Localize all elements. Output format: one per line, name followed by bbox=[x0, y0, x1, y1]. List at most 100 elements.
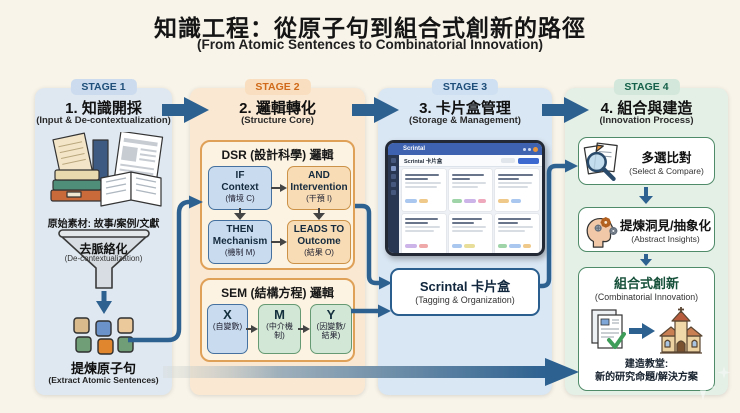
dsr-and-intervention-box: AND Intervention (干預 I) bbox=[287, 166, 351, 210]
toolbar-button bbox=[501, 158, 515, 163]
scrintal-appbar: Scrintal bbox=[388, 143, 542, 155]
sem-x-l1: X bbox=[223, 307, 232, 322]
stage2-panel: STAGE 2 2. 邏輯轉化 (Structure Core) DSR (設計… bbox=[190, 79, 365, 395]
funnel-subtitle: (De-contextualization) bbox=[64, 254, 143, 263]
stage2-tab: STAGE 2 bbox=[244, 79, 311, 95]
sem-title: SEM (結構方程) 邏輯 bbox=[221, 286, 334, 300]
scrintal-sidebar bbox=[388, 155, 399, 253]
stage1-materials-label: 原始素材: 故事/案例/文獻 bbox=[47, 219, 160, 230]
note-card bbox=[402, 213, 446, 253]
scrintal-cardbox: Scrintal 卡片盒 (Tagging & Organization) bbox=[390, 268, 540, 316]
combine-caption-line2: 新的研究命題/解決方案 bbox=[595, 372, 698, 383]
funnel-title: 去脈絡化 bbox=[79, 242, 128, 256]
scrintal-screen: Scrintal Scrintal 卡片盒 bbox=[388, 143, 542, 253]
toolbar-buttons bbox=[501, 157, 539, 164]
select-compare-box: 多選比對 (Select & Compare) bbox=[578, 137, 715, 185]
sem-y-box: Y (因變數/結果) bbox=[310, 304, 352, 354]
dsr-arrow-if-then bbox=[234, 208, 246, 220]
cardbox-title: Scrintal 卡片盒 bbox=[419, 279, 511, 294]
sem-arrow-x-m bbox=[246, 325, 258, 333]
dsr-then-mechanism-box: THEN Mechanism (機制 M) bbox=[208, 220, 272, 264]
appbar-icon bbox=[523, 147, 526, 151]
stage4-down-arrow-1 bbox=[639, 187, 653, 204]
stage3-panel: STAGE 3 3. 卡片盒管理 (Storage & Management) … bbox=[378, 79, 552, 395]
dsr-leadsto-outcome-box: LEADS TO Outcome (結果 O) bbox=[287, 220, 351, 264]
combine-icons-row bbox=[579, 304, 714, 358]
atomic-sentence-squares-icon bbox=[73, 317, 134, 355]
sidebar-icon bbox=[391, 158, 396, 163]
combinatorial-innovation-box: 組合式創新 (Combinatorial Innovation) bbox=[578, 267, 715, 391]
dsr-if-l1: IF bbox=[235, 170, 245, 181]
sidebar-icon bbox=[391, 166, 396, 171]
extract-title: 提煉原子句 bbox=[70, 361, 136, 376]
dsr-arrow-if-and bbox=[271, 184, 287, 192]
magnifier-documents-icon bbox=[583, 142, 618, 181]
dsr-if-l3: (情境 C) bbox=[225, 194, 255, 203]
right-arrow-icon bbox=[628, 323, 655, 339]
dsr-then-l1: THEN bbox=[226, 224, 254, 235]
stage3-subtitle: (Storage & Management) bbox=[409, 115, 521, 126]
appbar-icon bbox=[528, 147, 531, 151]
funnel-icon bbox=[58, 229, 150, 314]
page-subtitle: (From Atomic Sentences to Combinatorial … bbox=[196, 37, 544, 52]
sidebar-icon bbox=[391, 190, 396, 195]
sem-y-l1: Y bbox=[326, 307, 336, 322]
books-documents-icon bbox=[50, 132, 164, 207]
sem-logic-container: SEM (結構方程) 邏輯 X (自變數) M (中介機制) Y (因變數/結果… bbox=[200, 278, 355, 362]
stage1-panel: STAGE 1 1. 知識開採 (Input & De-contextualiz… bbox=[35, 79, 172, 395]
select-subtitle: (Select & Compare) bbox=[629, 165, 704, 176]
new-note-button bbox=[518, 157, 539, 164]
stage4-title: 4. 組合與建造 bbox=[600, 100, 693, 117]
sem-x-l2: (自變數) bbox=[212, 322, 243, 332]
sidebar-icon bbox=[391, 182, 396, 187]
page-title: 知識工程：從原子句到組合式創新的路徑 bbox=[154, 15, 586, 41]
dsr-logic-container: DSR (設計科學) 邏輯 IF Context (情境 C) AND Inte… bbox=[200, 140, 355, 270]
stage3-tab: STAGE 3 bbox=[431, 79, 499, 95]
stage4-down-arrow-2 bbox=[640, 254, 652, 266]
scrintal-logo: Scrintal bbox=[403, 146, 426, 152]
appbar-icons bbox=[523, 146, 538, 152]
stage1-tab: STAGE 1 bbox=[70, 79, 137, 95]
extract-subtitle: (Extract Atomic Sentences) bbox=[48, 375, 159, 385]
stage3-title: 3. 卡片盒管理 bbox=[419, 100, 511, 117]
stage1-title: 1. 知識開採 bbox=[65, 100, 142, 117]
sem-arrow-m-y bbox=[298, 325, 310, 333]
dsr-if-context-box: IF Context (情境 C) bbox=[208, 166, 272, 210]
stage4-tab: STAGE 4 bbox=[613, 79, 680, 95]
note-card bbox=[402, 169, 446, 211]
scrintal-toolbar: Scrintal 卡片盒 bbox=[399, 155, 542, 167]
dsr-leads-l1: LEADS TO bbox=[293, 224, 345, 235]
sem-m-box: M (中介機制) bbox=[258, 304, 301, 354]
abstract-insights-box: 提煉洞見/抽象化 (Abstract Insights) bbox=[578, 207, 715, 252]
dsr-and-l1: AND bbox=[308, 170, 330, 181]
select-title: 多選比對 bbox=[641, 150, 692, 165]
dsr-leads-l3: (結果 O) bbox=[304, 248, 334, 257]
combine-caption-line1: 建造教堂: bbox=[624, 359, 669, 370]
note-card bbox=[448, 169, 493, 211]
scrintal-board-title: Scrintal 卡片盒 bbox=[404, 158, 443, 165]
dsr-and-l3: (干預 I) bbox=[306, 194, 332, 203]
stage4-panel: STAGE 4 4. 組合與建造 (Innovation Process) 多選… bbox=[565, 79, 728, 395]
stage2-subtitle: (Structure Core) bbox=[241, 115, 314, 126]
sidebar-icon bbox=[391, 174, 396, 179]
sem-m-l1: M bbox=[274, 307, 285, 322]
sem-m-l2: (中介機制) bbox=[266, 322, 293, 341]
combine-title: 組合式創新 bbox=[613, 276, 679, 291]
dsr-arrow-and-leads bbox=[313, 208, 325, 220]
dsr-then-l2: Mechanism bbox=[212, 236, 268, 247]
dsr-arrow-then-leads bbox=[271, 238, 287, 246]
dsr-leads-l2: Outcome bbox=[297, 236, 341, 247]
scrintal-card-grid bbox=[399, 166, 542, 253]
stage4-subtitle: (Innovation Process) bbox=[599, 115, 694, 126]
abstract-subtitle: (Abstract Insights) bbox=[631, 234, 700, 244]
note-card bbox=[448, 213, 493, 253]
document-check-icon bbox=[590, 309, 626, 349]
sem-x-box: X (自變數) bbox=[207, 304, 248, 354]
church-icon bbox=[658, 307, 703, 354]
note-card bbox=[495, 169, 539, 211]
dsr-and-l2: Intervention bbox=[290, 182, 348, 193]
abstract-title: 提煉洞見/抽象化 bbox=[620, 219, 711, 233]
scrintal-app-screenshot: Scrintal Scrintal 卡片盒 bbox=[385, 140, 545, 256]
avatar bbox=[533, 146, 538, 152]
